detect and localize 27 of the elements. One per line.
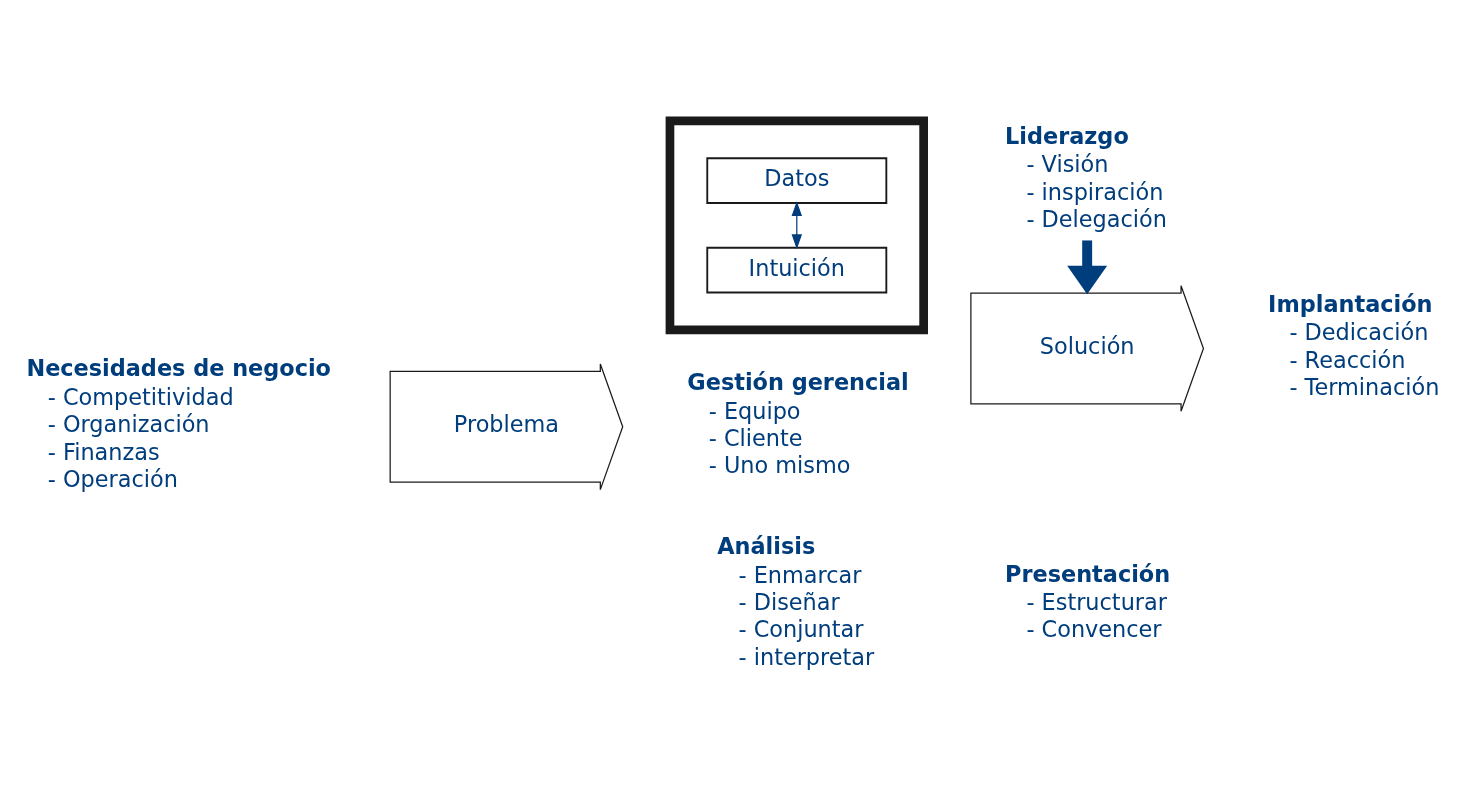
arrow: [791, 201, 802, 250]
label: - Equipo: [708, 397, 801, 424]
label: - Competitividad: [47, 383, 234, 410]
label: Análisis: [716, 533, 815, 560]
label: - interpretar: [738, 643, 874, 670]
node-box: Datos: [705, 157, 887, 204]
label: - Reacción: [1288, 346, 1405, 373]
label: - Diseñar: [738, 589, 840, 616]
node-box: Intuición: [705, 246, 887, 294]
label: Implantación: [1267, 290, 1432, 317]
label: - Terminación: [1288, 374, 1439, 400]
label: Presentación: [1004, 560, 1170, 587]
label: - Uno mismo: [708, 452, 850, 479]
label: - Cliente: [708, 424, 802, 451]
label: - Dedicación: [1288, 319, 1428, 346]
label: - Estructurar: [1025, 589, 1167, 616]
label: - Operación: [47, 466, 178, 493]
label: - Organización: [47, 411, 210, 438]
label: - Finanzas: [47, 438, 160, 465]
cluster: [665, 116, 928, 335]
arrow: [1066, 240, 1107, 295]
label: - Enmarcar: [738, 561, 861, 588]
label: Necesidades de negocio: [25, 355, 331, 382]
label: Gestión gerencial: [686, 369, 909, 396]
label: - Conjuntar: [738, 616, 863, 643]
node-text: Liderazgo - Visión - inspiración - Delegación: [1004, 122, 1167, 233]
label: - Convencer: [1025, 616, 1162, 643]
